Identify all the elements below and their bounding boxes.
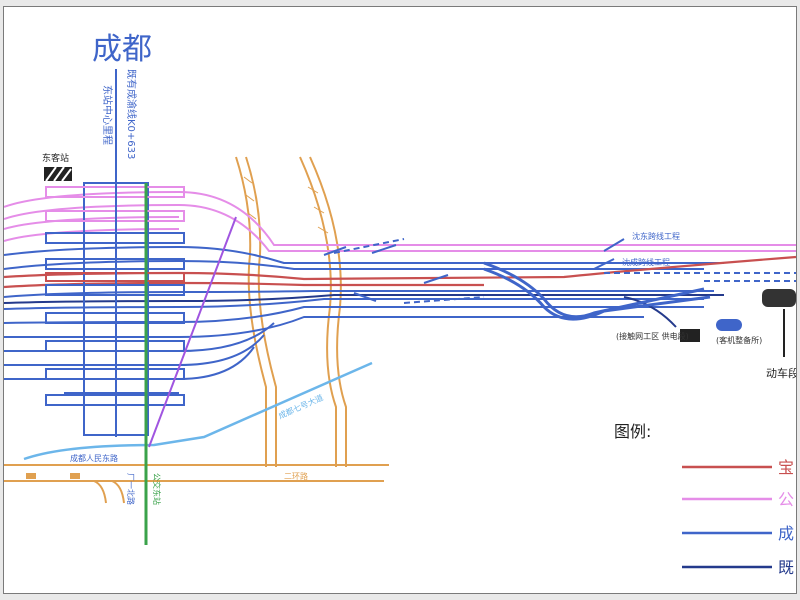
orange-hatch: [243, 176, 329, 234]
facility-blocks: [680, 289, 796, 342]
emu-depot-block: [762, 289, 796, 307]
crossovers: [323, 238, 625, 302]
label-road-diagonal: 成都七号大道: [277, 392, 325, 421]
maint-block: [680, 329, 700, 342]
depot-box: [44, 166, 72, 182]
label-depot: 东客站: [42, 152, 69, 164]
label-road-v2: 二环路: [284, 471, 308, 481]
purple-diagonal-line: [148, 216, 237, 448]
label-maint-area: (接触网工区 供电段): [616, 331, 689, 341]
page-title: 成都: [92, 32, 152, 67]
legend-lines: [682, 465, 772, 569]
legend-label-3: 成: [778, 524, 794, 543]
label-road-v1: 厂一北路: [126, 473, 136, 505]
legend-label-1: 宝: [778, 458, 794, 477]
orange-blocks: [26, 473, 80, 479]
label-center-mileage: 东站中心里程: [101, 85, 114, 145]
legend-label-4: 既: [778, 558, 794, 577]
label-existing-line: 既有成渝线K0+633: [125, 69, 138, 159]
label-right-upper-2: 沈成跨线工程: [622, 257, 670, 267]
label-road-low: 成都人民东路: [70, 453, 118, 463]
label-right-upper-1: 沈东跨线工程: [632, 231, 680, 241]
legend-title: 图例:: [614, 422, 651, 441]
legend-label-2: 公: [778, 490, 794, 509]
label-emu-depot: 动车段: [766, 366, 796, 380]
light-blue-road: [23, 361, 373, 461]
dashed-tracks: [333, 238, 796, 304]
label-road-green: 公交东站: [152, 473, 162, 505]
label-crew-area: (客机整备所): [716, 335, 762, 345]
diagram-frame: 成都 东站中心里程 既有成渝线K0+633 东客站 沈东跨线工程 沈成跨线工程 …: [3, 6, 797, 594]
flyover-loop: [483, 261, 711, 321]
crew-block: [716, 319, 742, 331]
navy-tracks: [4, 294, 724, 328]
railway-layout-diagram: 成都 东站中心里程 既有成渝线K0+633 东客站 沈东跨线工程 沈成跨线工程 …: [4, 32, 796, 577]
